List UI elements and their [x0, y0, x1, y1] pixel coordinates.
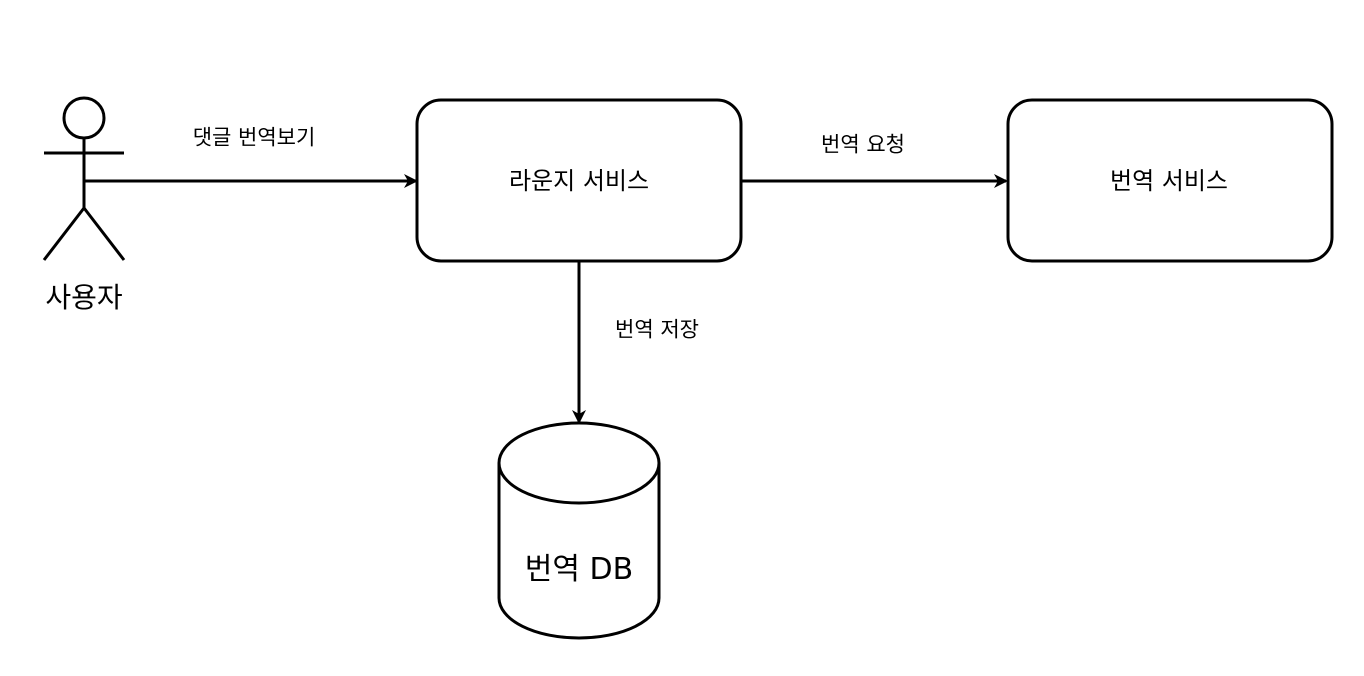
translation-db-node[interactable] — [497, 421, 661, 640]
db-cylinder-body — [497, 463, 661, 640]
lounge-service-label: 라운지 서비스 — [508, 167, 650, 195]
edge-label-lounge-to-translation: 번역 요청 — [821, 132, 905, 157]
user-actor-icon[interactable] — [42, 96, 126, 261]
actor-right-leg — [82, 207, 126, 261]
edge-label-lounge-to-db: 번역 저장 — [615, 317, 699, 342]
translation-service-label: 번역 서비스 — [1109, 167, 1229, 195]
translation-service-node[interactable] — [1006, 98, 1334, 263]
edge-label-user-to-lounge: 댓글 번역보기 — [192, 125, 316, 150]
actor-head — [62, 96, 106, 140]
actor-label: 사용자 — [45, 281, 123, 314]
translation-db-label: 번역 DB — [524, 552, 634, 587]
actor-left-leg — [42, 207, 86, 261]
db-cylinder-top — [497, 421, 661, 505]
